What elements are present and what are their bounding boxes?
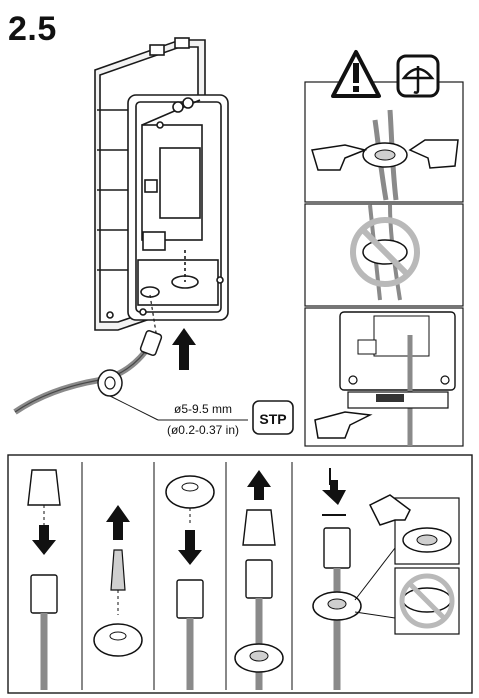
stp-label: STP [259,411,286,427]
arrow-down-icon [322,480,346,505]
cable-spec-callout: ø5-9.5 mm (ø0.2-0.37 in) STP [109,395,294,437]
stp-badge [252,400,294,435]
no-entry-icon [350,217,420,287]
warning-icon [331,50,381,98]
rj45-connector [30,574,58,614]
panel-incorrect-seal [304,203,464,307]
arrow-up-icon [247,470,271,500]
hand-icon [311,139,459,171]
rj45-connector [323,527,351,569]
diameter-mm-label: ø5-9.5 mm [174,402,232,416]
rj45-connector [176,579,204,619]
rj45-connector [139,330,163,356]
rj45-connector [245,559,273,599]
hand-icon [368,494,411,526]
umbrella-icon [396,54,440,98]
main-cable [13,330,163,415]
step-seat-grommet [312,468,460,690]
no-entry-icon [399,573,455,629]
step-remove-cap [27,469,61,690]
arrow-down-icon [178,530,202,565]
step-push-grommet [165,475,215,690]
step-insert-plug [93,505,143,657]
step-number: 2.5 [8,10,57,48]
step-slide-cap [234,470,284,690]
diameter-in-label: (ø0.2-0.37 in) [167,423,239,437]
hand-icon [314,411,373,439]
enclosure [94,37,229,331]
bottom-steps-panel [7,454,473,694]
arrow-up-icon [106,505,130,540]
panel-warning-sealing [304,50,464,203]
arrow-down-icon [32,525,56,555]
panel-cable-installed [304,307,464,447]
arrow-up-icon [172,328,196,370]
